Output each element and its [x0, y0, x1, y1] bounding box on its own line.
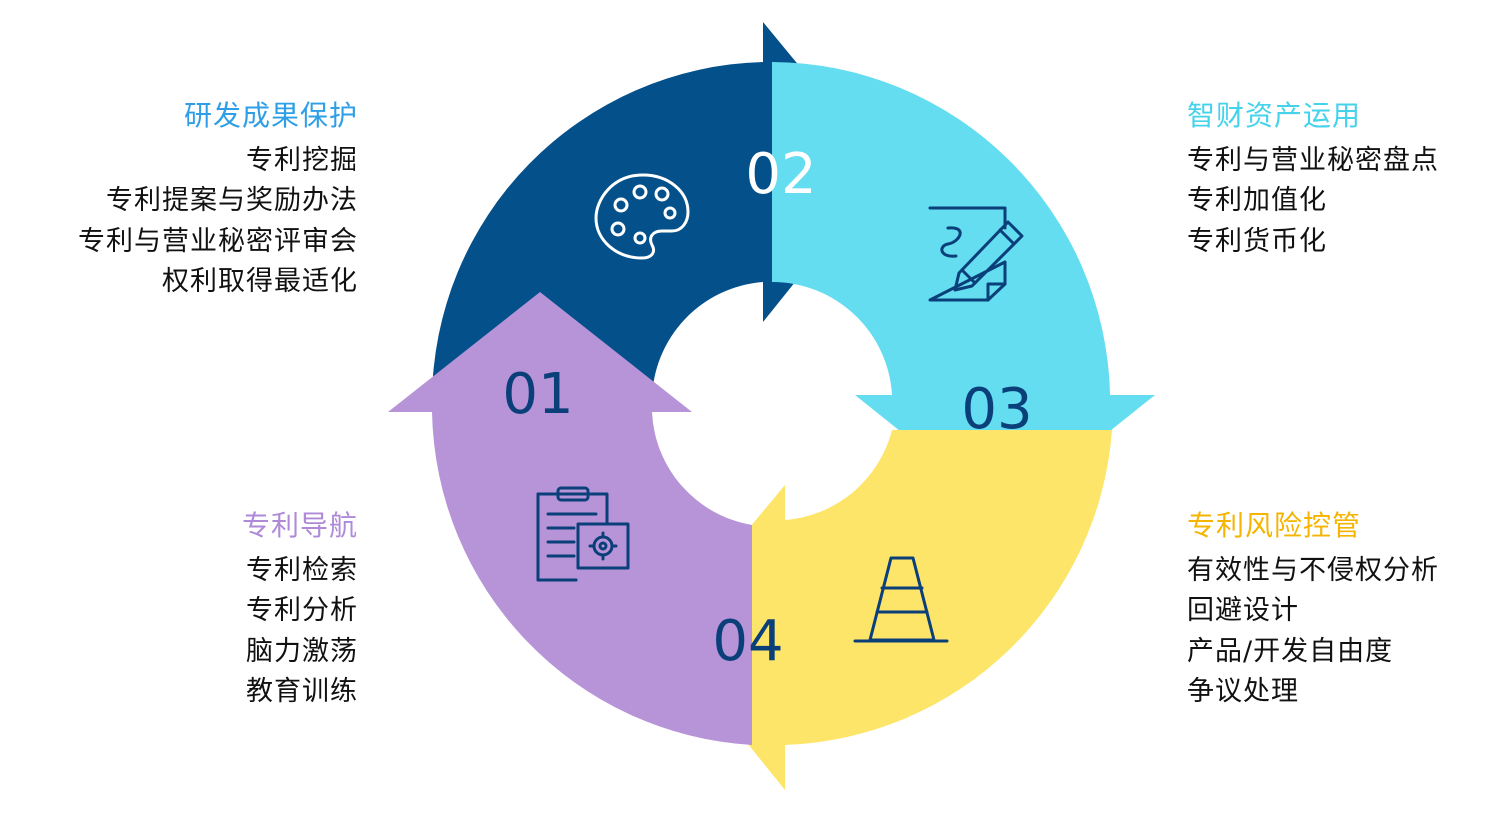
segment-01-arrow [388, 292, 752, 745]
segment-02-number: 02 [745, 142, 816, 207]
ip-asset-use-item: 专利与营业秘密盘点 [1187, 144, 1439, 176]
patent-navigation-item: 脑力激荡 [246, 635, 358, 667]
segment-04-arrow [660, 430, 1112, 790]
patent-navigation-item: 专利分析 [246, 595, 358, 626]
risk-control-heading: 专利风险控管 [1187, 509, 1362, 542]
rd-protection-item: 专利提案与奖励办法 [106, 185, 358, 216]
ip-asset-use-heading: 智财资产运用 [1187, 99, 1362, 132]
risk-control-item: 有效性与不侵权分析 [1187, 554, 1439, 586]
risk-control-block: 专利风险控管 有效性与不侵权分析 回避设计 产品/开发自由度 争议处理 [1187, 506, 1439, 713]
patent-navigation-item: 教育训练 [246, 676, 358, 707]
traffic-cone-icon [853, 556, 949, 643]
risk-control-item: 争议处理 [1187, 676, 1299, 707]
ip-asset-use-block: 智财资产运用 专利与营业秘密盘点 专利加值化 专利货币化 [1187, 96, 1439, 262]
segment-04-number: 04 [712, 609, 783, 674]
document-gear-icon [536, 486, 630, 582]
ip-asset-use-item: 专利加值化 [1187, 185, 1327, 216]
segment-01-number: 01 [502, 362, 573, 427]
rd-protection-block: 研发成果保护 专利挖掘 专利提案与奖励办法 专利与营业秘密评审会 权利取得最适化 [78, 96, 358, 303]
ip-asset-use-item: 专利货币化 [1187, 225, 1327, 257]
patent-navigation-heading: 专利导航 [241, 509, 358, 542]
risk-control-item: 产品/开发自由度 [1187, 635, 1394, 667]
rd-protection-item: 专利与营业秘密评审会 [78, 225, 358, 257]
risk-control-item: 回避设计 [1187, 595, 1299, 626]
segment-03-number: 03 [961, 377, 1032, 442]
pen-paper-icon [928, 206, 1024, 302]
palette-icon [594, 173, 690, 260]
patent-navigation-item: 专利检索 [246, 554, 358, 586]
rd-protection-heading: 研发成果保护 [183, 99, 358, 132]
rd-protection-item: 专利挖掘 [246, 144, 358, 176]
patent-navigation-block: 专利导航 专利检索 专利分析 脑力激荡 教育训练 [242, 506, 358, 713]
rd-protection-item: 权利取得最适化 [162, 266, 358, 297]
